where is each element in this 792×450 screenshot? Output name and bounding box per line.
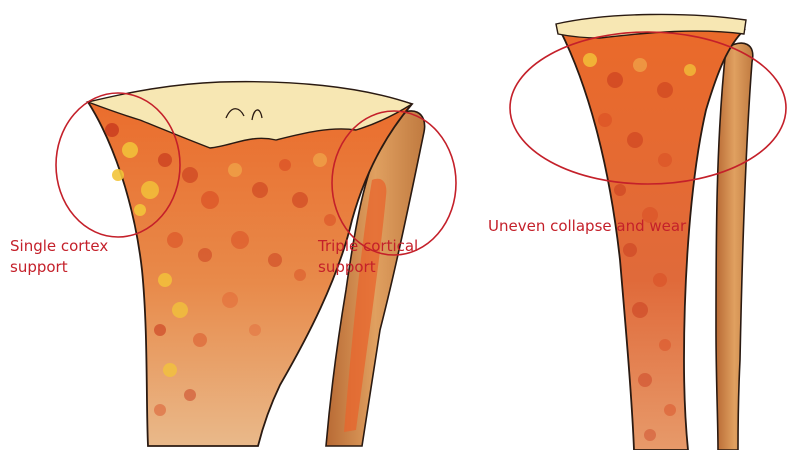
triple-cortical-label: Triple cortical support (318, 236, 418, 278)
single-cortex-label: Single cortex support (10, 236, 108, 278)
triple-cortical-label-line1: Triple cortical (318, 237, 418, 255)
fibula-right (716, 43, 753, 450)
single-cortex-label-line1: Single cortex (10, 237, 108, 255)
uneven-collapse-label: Uneven collapse and wear (488, 216, 686, 237)
single-cortex-label-line2: support (10, 258, 68, 276)
uneven-collapse-label-text: Uneven collapse and wear (488, 217, 686, 235)
triple-cortical-label-line2: support (318, 258, 376, 276)
